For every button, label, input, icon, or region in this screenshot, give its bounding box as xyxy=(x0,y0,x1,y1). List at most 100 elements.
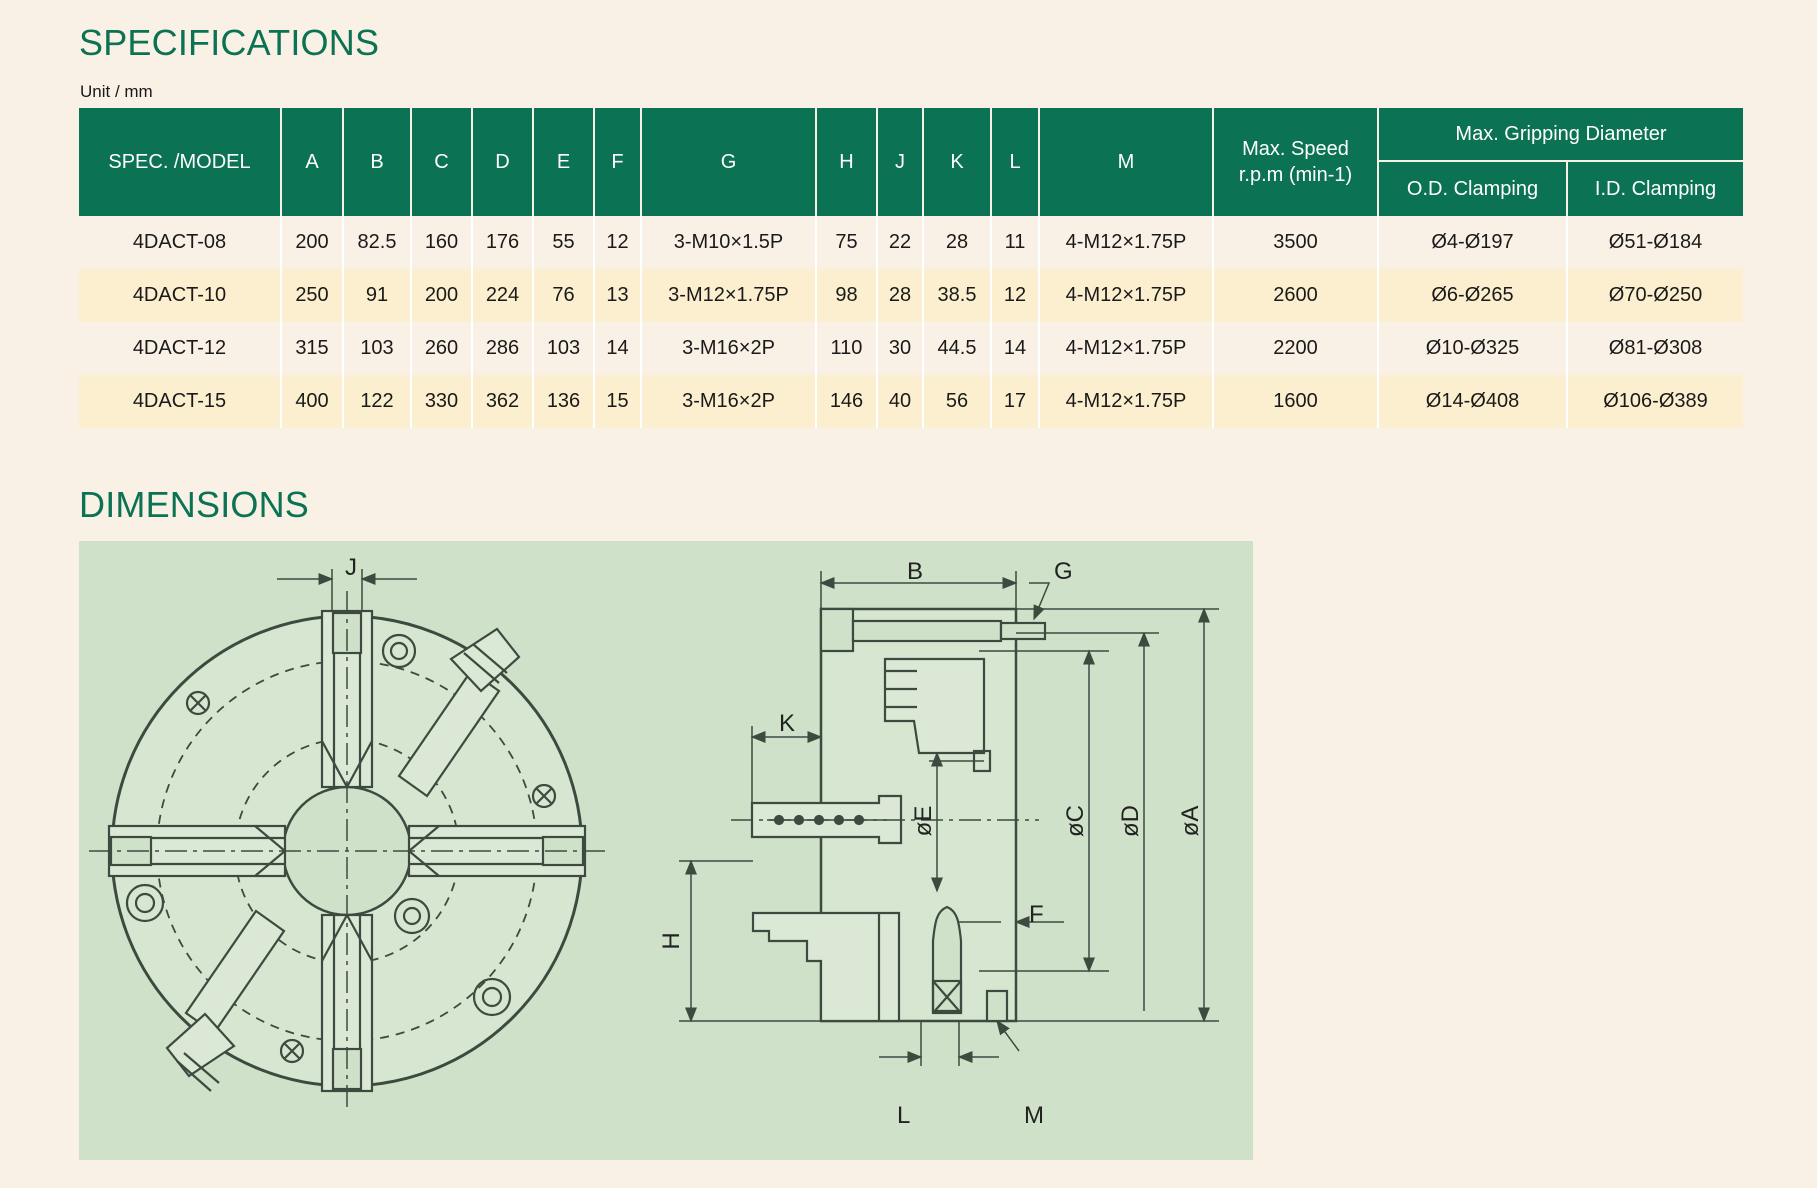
cell-g: 3-M16×2P xyxy=(641,322,817,375)
cell-b: 103 xyxy=(343,322,412,375)
cell-a: 315 xyxy=(281,322,344,375)
label-m: M xyxy=(1024,1102,1044,1129)
cell-a: 400 xyxy=(281,375,344,428)
cell-l: 12 xyxy=(991,269,1040,322)
cell-m: 4-M12×1.75P xyxy=(1039,269,1214,322)
cell-m: 4-M12×1.75P xyxy=(1039,216,1214,269)
label-k: K xyxy=(779,710,795,737)
cell-f: 15 xyxy=(594,375,642,428)
cell-model: 4DACT-10 xyxy=(79,269,282,322)
front-view xyxy=(89,569,605,1111)
label-l: L xyxy=(897,1102,910,1129)
dimensions-title: DIMENSIONS xyxy=(79,484,310,525)
header-k: K xyxy=(923,108,992,216)
cell-e: 55 xyxy=(533,216,595,269)
label-b: B xyxy=(907,558,923,585)
label-a: øA xyxy=(1177,806,1204,837)
header-j: J xyxy=(877,108,924,216)
specifications-table: SPEC. /MODEL A B C D E F G H J K L M Max… xyxy=(79,108,1743,428)
cell-od: Ø14-Ø408 xyxy=(1378,375,1568,428)
specifications-title: SPECIFICATIONS xyxy=(79,22,380,63)
header-id-clamping: I.D. Clamping xyxy=(1567,161,1743,216)
cell-m: 4-M12×1.75P xyxy=(1039,322,1214,375)
cell-id: Ø51-Ø184 xyxy=(1567,216,1743,269)
label-e: øE xyxy=(910,806,937,837)
cell-od: Ø6-Ø265 xyxy=(1378,269,1568,322)
cell-speed: 3500 xyxy=(1213,216,1379,269)
header-d: D xyxy=(472,108,534,216)
header-h: H xyxy=(816,108,878,216)
cell-d: 286 xyxy=(472,322,534,375)
cell-h: 75 xyxy=(816,216,878,269)
cell-h: 98 xyxy=(816,269,878,322)
cell-k: 56 xyxy=(923,375,992,428)
cell-k: 44.5 xyxy=(923,322,992,375)
label-c: øC xyxy=(1062,805,1089,837)
dimensions-diagram: J B G K F L M øE øC øD øA H xyxy=(79,541,1253,1160)
cell-speed: 1600 xyxy=(1213,375,1379,428)
cell-e: 103 xyxy=(533,322,595,375)
cell-c: 200 xyxy=(411,269,473,322)
cell-f: 14 xyxy=(594,322,642,375)
cell-model: 4DACT-12 xyxy=(79,322,282,375)
chuck-drawing: J B G K F L M øE øC øD øA H xyxy=(89,554,1219,1129)
header-b: B xyxy=(343,108,412,216)
cell-h: 146 xyxy=(816,375,878,428)
cell-d: 362 xyxy=(472,375,534,428)
label-f: F xyxy=(1029,901,1044,928)
cell-b: 91 xyxy=(343,269,412,322)
header-max-speed: Max. Speed r.p.m (min-1) xyxy=(1213,108,1379,216)
cell-j: 28 xyxy=(877,269,924,322)
unit-label: Unit / mm xyxy=(80,82,153,101)
cell-l: 14 xyxy=(991,322,1040,375)
header-g: G xyxy=(641,108,817,216)
cell-j: 22 xyxy=(877,216,924,269)
cell-b: 122 xyxy=(343,375,412,428)
cell-f: 12 xyxy=(594,216,642,269)
cell-j: 40 xyxy=(877,375,924,428)
cell-g: 3-M16×2P xyxy=(641,375,817,428)
cell-d: 224 xyxy=(472,269,534,322)
header-m: M xyxy=(1039,108,1214,216)
cell-j: 30 xyxy=(877,322,924,375)
header-f: F xyxy=(594,108,642,216)
cell-k: 38.5 xyxy=(923,269,992,322)
cell-g: 3-M10×1.5P xyxy=(641,216,817,269)
label-g: G xyxy=(1054,558,1073,585)
cell-speed: 2600 xyxy=(1213,269,1379,322)
cell-a: 200 xyxy=(281,216,344,269)
cell-l: 17 xyxy=(991,375,1040,428)
cell-model: 4DACT-15 xyxy=(79,375,282,428)
header-max-gripping-diameter: Max. Gripping Diameter xyxy=(1378,108,1743,162)
header-speed-line1: Max. Speed xyxy=(1242,138,1349,160)
header-l: L xyxy=(991,108,1040,216)
cell-id: Ø106-Ø389 xyxy=(1567,375,1743,428)
cell-c: 160 xyxy=(411,216,473,269)
label-h: H xyxy=(658,932,685,949)
cell-e: 136 xyxy=(533,375,595,428)
cell-d: 176 xyxy=(472,216,534,269)
cell-od: Ø4-Ø197 xyxy=(1378,216,1568,269)
side-view xyxy=(679,571,1219,1066)
cell-id: Ø70-Ø250 xyxy=(1567,269,1743,322)
cell-model: 4DACT-08 xyxy=(79,216,282,269)
cell-a: 250 xyxy=(281,269,344,322)
label-d: øD xyxy=(1117,805,1144,837)
cell-speed: 2200 xyxy=(1213,322,1379,375)
cell-g: 3-M12×1.75P xyxy=(641,269,817,322)
cell-id: Ø81-Ø308 xyxy=(1567,322,1743,375)
header-c: C xyxy=(411,108,473,216)
cell-k: 28 xyxy=(923,216,992,269)
header-od-clamping: O.D. Clamping xyxy=(1378,161,1568,216)
label-j: J xyxy=(345,554,357,581)
cell-m: 4-M12×1.75P xyxy=(1039,375,1214,428)
cell-b: 82.5 xyxy=(343,216,412,269)
cell-c: 330 xyxy=(411,375,473,428)
header-speed-line2: r.p.m (min-1) xyxy=(1238,164,1353,186)
cell-c: 260 xyxy=(411,322,473,375)
cell-l: 11 xyxy=(991,216,1040,269)
cell-f: 13 xyxy=(594,269,642,322)
